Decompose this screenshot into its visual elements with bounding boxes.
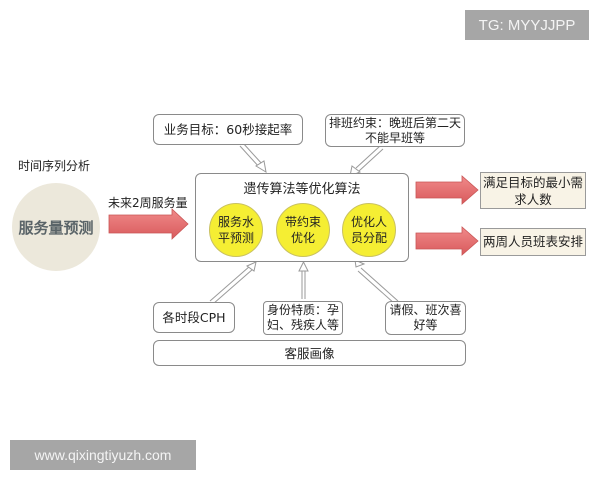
box-label-line1: 排班约束：晚班后第二天 [328, 115, 461, 130]
watermark-text: www.qixingtiyuzh.com [34, 447, 172, 463]
input-arrow-icon [209, 142, 399, 305]
node-line1: 服务水 [217, 215, 254, 229]
output-arrow-icon [415, 175, 479, 256]
node-line1: 优化人 [350, 215, 387, 229]
output-line1: 两周人员班表安排 [482, 234, 583, 249]
box-label: 客服画像 [284, 345, 335, 361]
cph-box: 各时段CPH [153, 302, 235, 333]
forecast-arrow-label: 未来2周服务量 [108, 196, 188, 210]
business-goal-box: 业务目标：60秒接起率 [153, 114, 303, 145]
schedule-constraint-box: 排班约束：晚班后第二天 不能早班等 [325, 114, 465, 147]
watermark-bottom-left: www.qixingtiyuzh.com [10, 440, 196, 470]
node-line1: 带约束 [284, 215, 321, 229]
node-line2: 优化 [290, 231, 315, 245]
box-label: 各时段CPH [162, 310, 226, 325]
algorithm-title: 遗传算法等优化算法 [243, 182, 361, 197]
node-line2: 员分配 [350, 231, 387, 245]
identity-traits-box: 身份特质：孕 妇、残疾人等 [263, 301, 343, 335]
box-label: 业务目标：60秒接起率 [163, 122, 293, 137]
staff-allocation-node: 优化人员分配 [342, 203, 396, 257]
watermark-top-right: TG: MYYJJPP [465, 10, 589, 40]
box-label-line2: 好等 [413, 318, 438, 332]
forecast-arrow-icon [108, 208, 189, 240]
constrained-optimization-node: 带约束优化 [276, 203, 330, 257]
output-line1: 满足目标的最小需 [482, 174, 583, 190]
service-volume-forecast-node: 服务量预测 [12, 183, 100, 271]
output-line2: 求人数 [514, 191, 552, 207]
two-week-schedule-output: 两周人员班表安排 [480, 228, 586, 256]
watermark-text: TG: MYYJJPP [478, 16, 576, 34]
method-label: 时间序列分析 [18, 159, 91, 173]
box-label-line1: 身份特质：孕 [266, 303, 339, 317]
service-level-forecast-node: 服务水平预测 [209, 203, 263, 257]
box-label-line1: 请假、班次喜 [389, 303, 462, 317]
node-label: 服务量预测 [18, 218, 94, 237]
box-label-line2: 妇、残疾人等 [266, 318, 339, 332]
leave-preference-box: 请假、班次喜 好等 [385, 301, 466, 335]
box-label-line2: 不能早班等 [364, 130, 425, 145]
node-line2: 平预测 [217, 231, 254, 245]
min-headcount-output: 满足目标的最小需 求人数 [480, 172, 586, 209]
agent-profile-bar: 客服画像 [153, 340, 466, 366]
